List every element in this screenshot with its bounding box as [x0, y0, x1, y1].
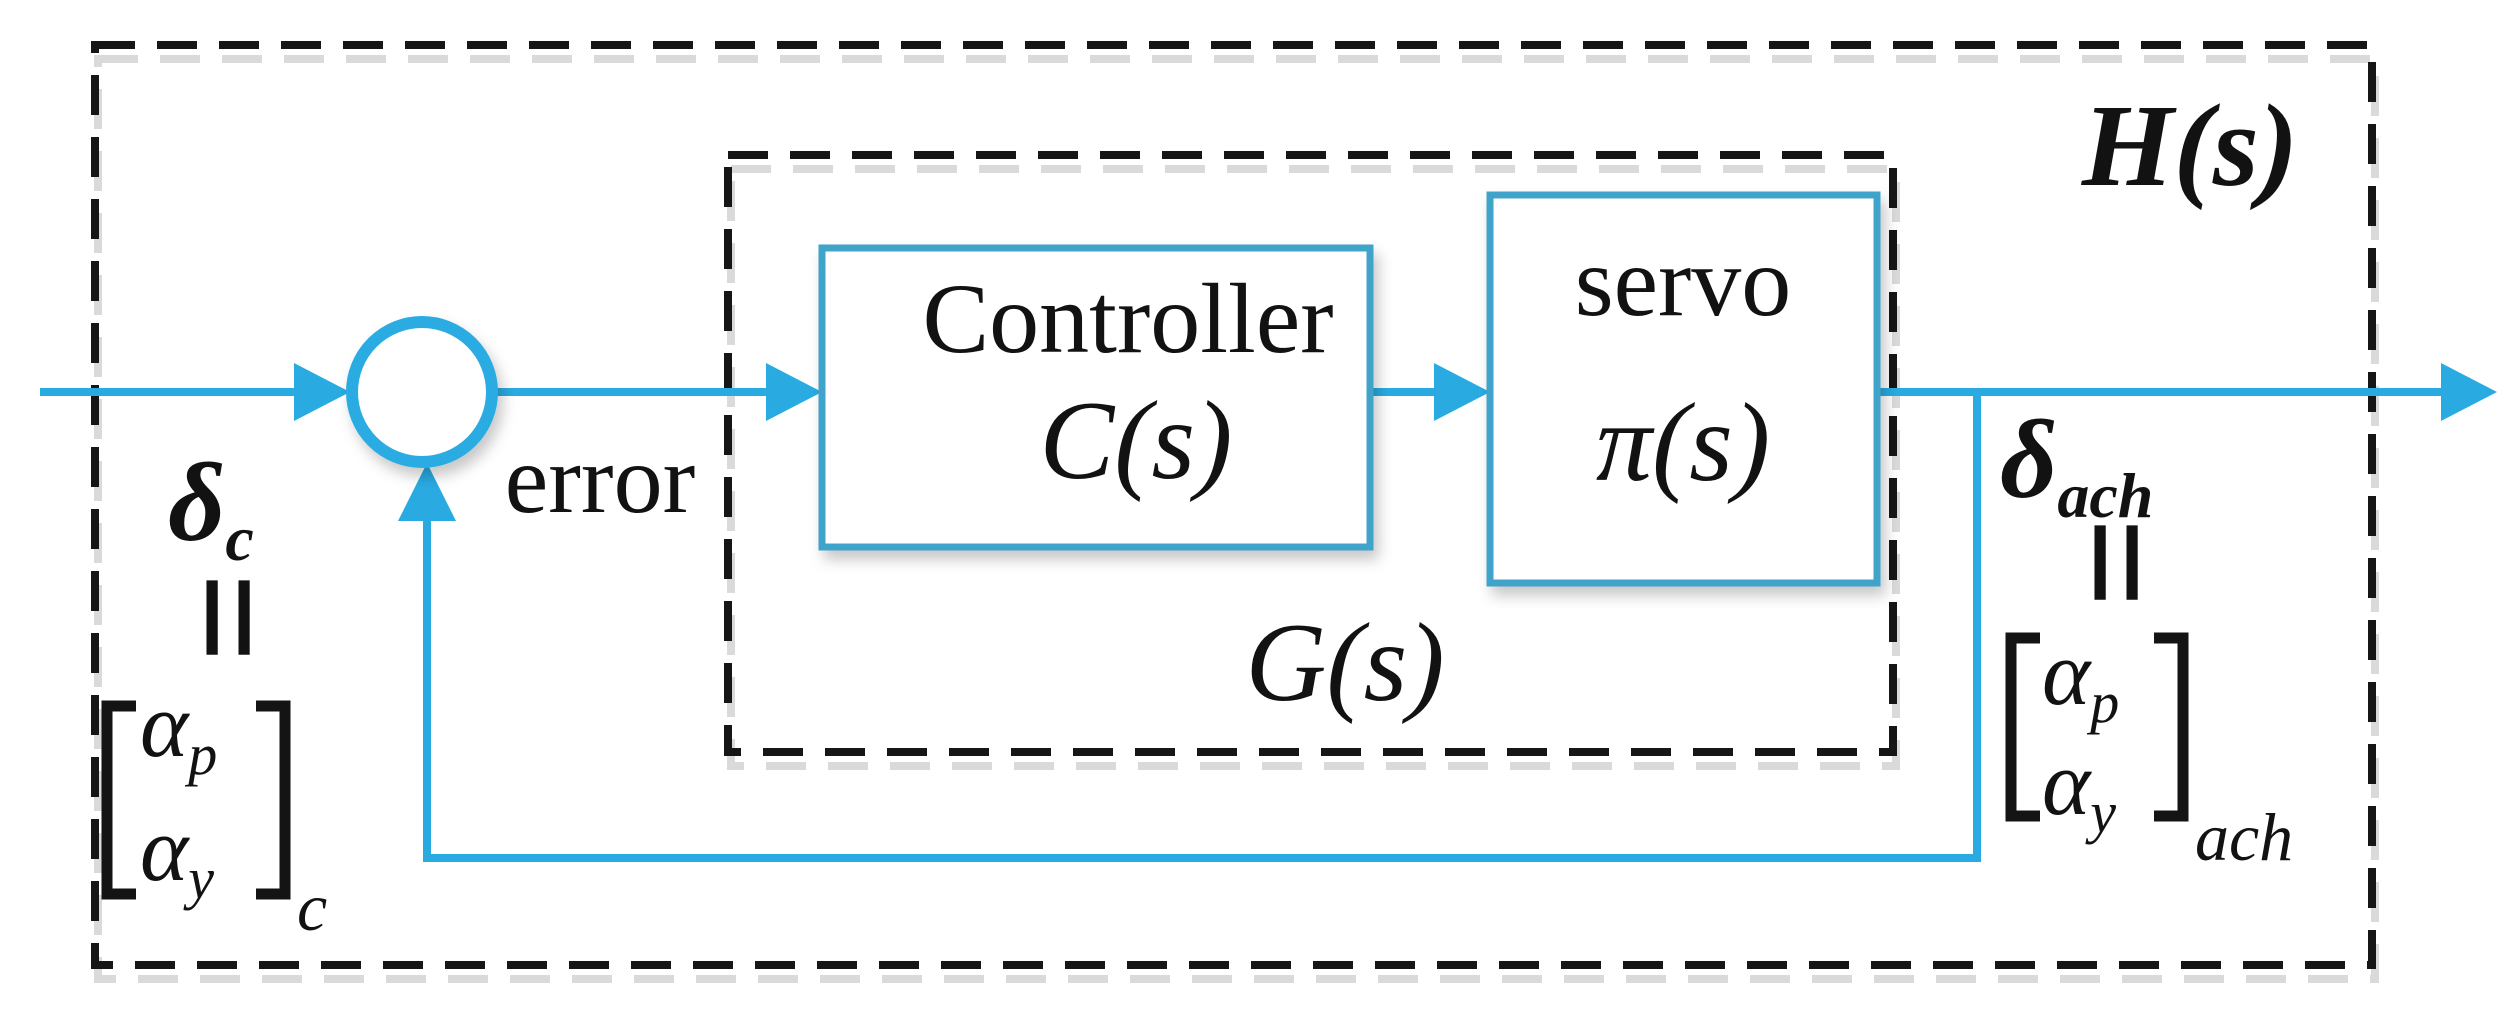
summing-junction: [346, 316, 498, 468]
inner-dashed-box-Gs: [724, 151, 1897, 756]
output-matrix-row1: αp: [2042, 622, 2119, 735]
input-arrowhead-icon: [294, 363, 350, 421]
servo-label: servo: [1575, 226, 1792, 337]
input-equiv-sign: =: [140, 572, 318, 663]
output-matrix-subscript: ach: [2195, 799, 2293, 875]
input-matrix-row2: αy: [140, 798, 214, 911]
input-command-label: δc = αp αy c: [101, 441, 327, 945]
input-delta: δc: [168, 441, 254, 574]
input-matrix-right-bracket: [256, 700, 291, 900]
output-matrix-right-bracket: [2154, 632, 2189, 822]
output-achieved-label: δach = αp αy ach: [2000, 398, 2293, 875]
outer-system-label: H(s): [2081, 80, 2298, 211]
forward-path: [40, 363, 2497, 421]
outer-dashed-box-Hs: [91, 41, 2376, 969]
output-matrix-row2: αy: [2042, 732, 2116, 845]
output-delta: δach: [2000, 398, 2153, 531]
servo-tf-label: π(s): [1596, 381, 1770, 505]
input-matrix-subscript: c: [297, 869, 327, 945]
output-matrix-left-bracket: [2005, 632, 2040, 822]
controller-to-servo-arrowhead-icon: [1434, 363, 1490, 421]
controller-block: Controller C(s): [818, 244, 1374, 551]
input-matrix-left-bracket: [101, 700, 136, 900]
controller-box: [818, 244, 1374, 551]
error-signal-label: error: [505, 426, 695, 534]
servo-box: [1486, 191, 1881, 587]
input-matrix-row1: αp: [140, 674, 217, 787]
inner-system-label: G(s): [1245, 601, 1444, 725]
feedback-arrowhead-icon: [398, 463, 456, 521]
controller-tf-label: C(s): [1040, 379, 1233, 503]
output-arrowhead-icon: [2441, 363, 2497, 421]
error-arrowhead-icon: [766, 363, 822, 421]
servo-block: servo π(s): [1486, 191, 1881, 587]
feedback-path: [398, 392, 1981, 862]
inner-box-shadow: [727, 165, 1900, 770]
feedback-line: [423, 392, 1981, 862]
controller-label: Controller: [922, 263, 1333, 374]
output-equiv-sign: =: [2028, 517, 2206, 608]
